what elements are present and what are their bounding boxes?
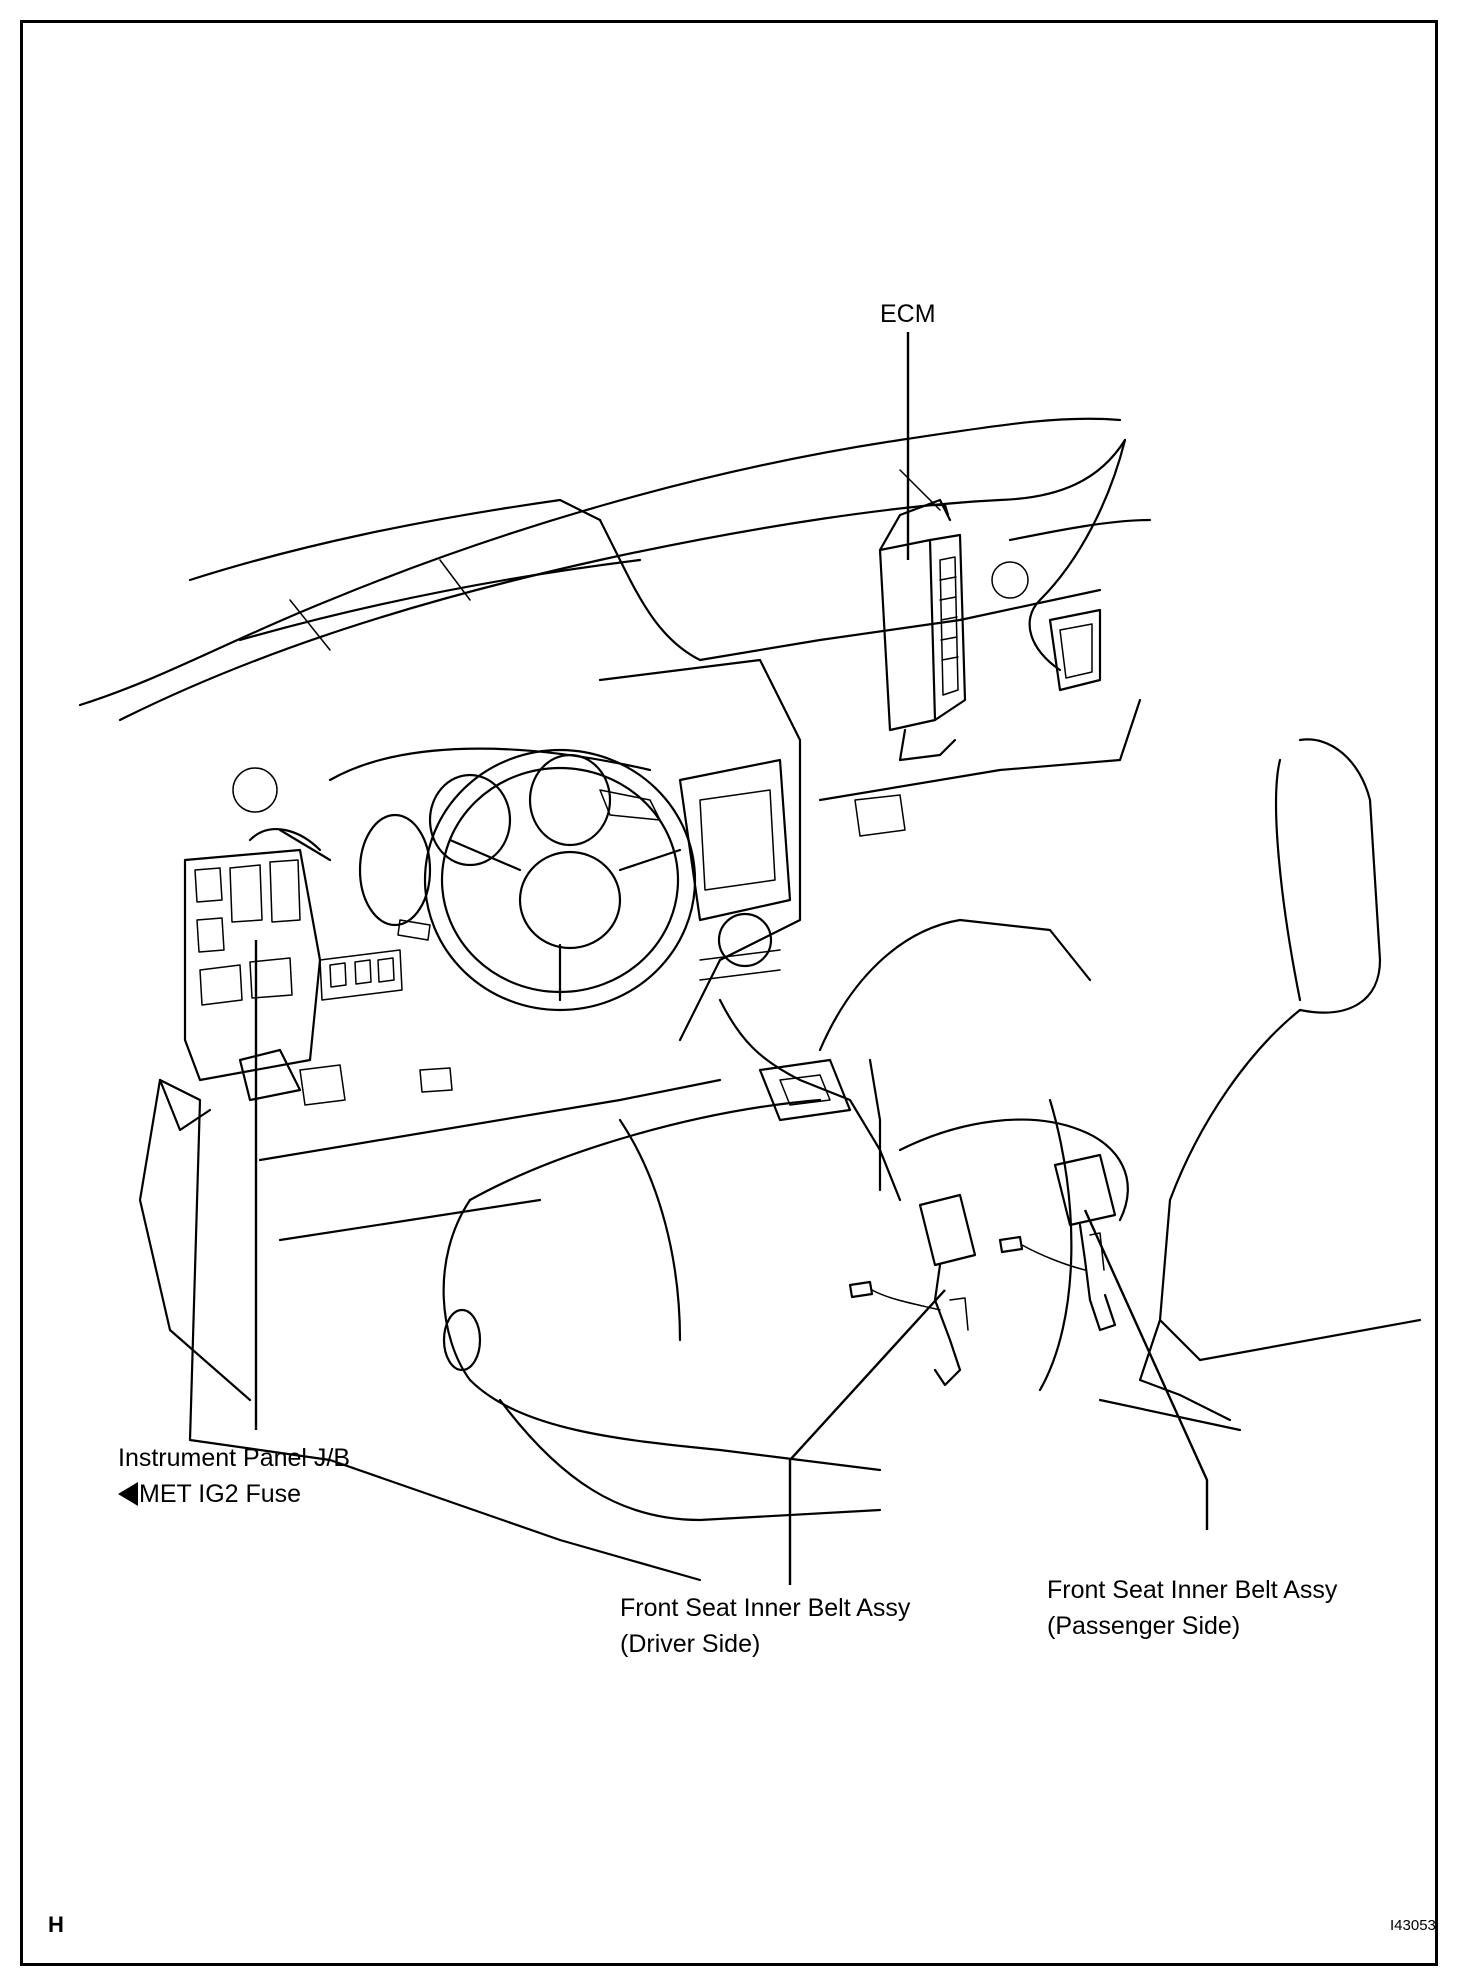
instrument-panel-jb-label: Instrument Panel J/B MET IG2 Fuse	[118, 1440, 350, 1512]
driver-belt-side: (Driver Side)	[620, 1630, 761, 1658]
instrument-panel-jb-title: Instrument Panel J/B	[118, 1444, 351, 1472]
driver-belt-title: Front Seat Inner Belt Assy	[620, 1594, 911, 1622]
figure-code: I43053	[1390, 1917, 1436, 1934]
ecm-module	[878, 498, 967, 762]
dashboard-outline	[78, 417, 1152, 1042]
instrument-panel-jb	[158, 767, 403, 1132]
passenger-leader-line	[1083, 1209, 1209, 1530]
ecm-label: ECM	[880, 300, 936, 328]
passenger-belt-title: Front Seat Inner Belt Assy	[1047, 1576, 1338, 1604]
met-ig2-fuse-text: MET IG2 Fuse	[139, 1480, 302, 1508]
driver-belt-label: Front Seat Inner Belt Assy (Driver Side)	[620, 1590, 910, 1662]
driver-leader-line	[788, 1289, 946, 1585]
passenger-belt-label: Front Seat Inner Belt Assy (Passenger Si…	[1047, 1572, 1337, 1644]
steering-wheel	[328, 747, 697, 1012]
driver-belt-buckle	[848, 1193, 977, 1387]
page-letter: H	[48, 1912, 64, 1937]
triangle-pointer-icon	[118, 1482, 138, 1506]
passenger-belt-buckle	[998, 1153, 1117, 1332]
center-console	[718, 918, 1129, 1222]
floor-lines	[138, 1064, 1242, 1582]
driver-seat	[442, 1098, 1073, 1522]
passenger-belt-side: (Passenger Side)	[1047, 1612, 1241, 1640]
met-ig2-fuse-label: MET IG2 Fuse	[118, 1476, 350, 1512]
passenger-seat	[1138, 738, 1422, 1397]
